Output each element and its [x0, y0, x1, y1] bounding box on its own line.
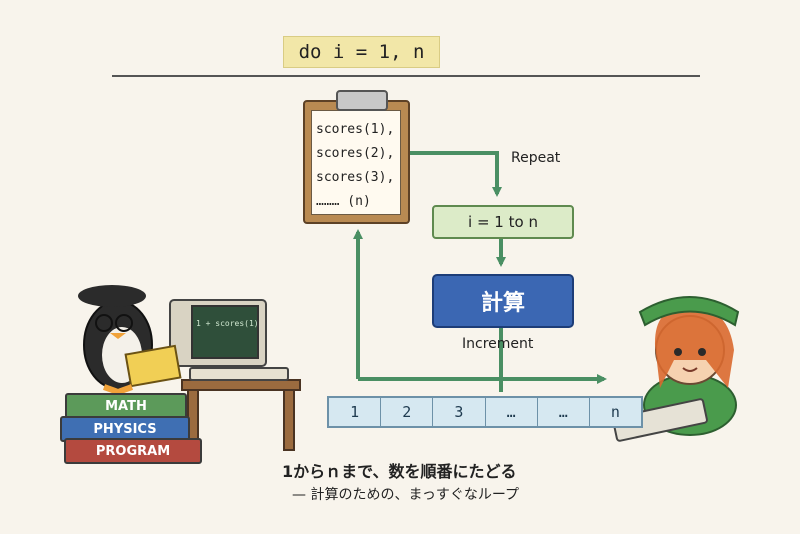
caption-title: 1からｎまで、数を順番にたどる [282, 462, 517, 481]
index-cell: … [486, 398, 538, 426]
loop-range-box: i = 1 to n [432, 205, 574, 239]
repeat-arrow [406, 151, 502, 197]
divider [112, 75, 700, 77]
index-cell: 1 [329, 398, 382, 426]
scores-list: scores(1), scores(2), scores(3), ……… (n) [316, 118, 394, 214]
girl-illustration [612, 296, 740, 442]
scores-item: scores(2), [316, 146, 395, 161]
increment-label: Increment [462, 336, 534, 352]
penguin-illustration [78, 285, 182, 396]
index-strip: 1 2 3 … … n [327, 396, 643, 428]
calculation-box: 計算 [432, 274, 574, 328]
index-cell: … [538, 398, 590, 426]
book-physics: PHYSICS [60, 416, 190, 442]
monitor-text: 1 + scores(1) [196, 319, 259, 328]
scores-item: ……… (n) [316, 194, 371, 209]
scores-item: scores(3), [316, 170, 395, 185]
repeat-label: Repeat [511, 150, 561, 166]
index-cell: 3 [433, 398, 486, 426]
index-cell: 2 [381, 398, 434, 426]
book-program: PROGRAM [64, 438, 202, 464]
index-cell: n [610, 403, 620, 421]
code-label: do i = 1, n [283, 36, 440, 68]
scores-item: scores(1), [316, 122, 395, 137]
clipboard-clip [336, 90, 388, 111]
desk-computer-illustration [169, 299, 301, 451]
caption-subtitle: — 計算のための、まっすぐなループ [292, 487, 520, 503]
